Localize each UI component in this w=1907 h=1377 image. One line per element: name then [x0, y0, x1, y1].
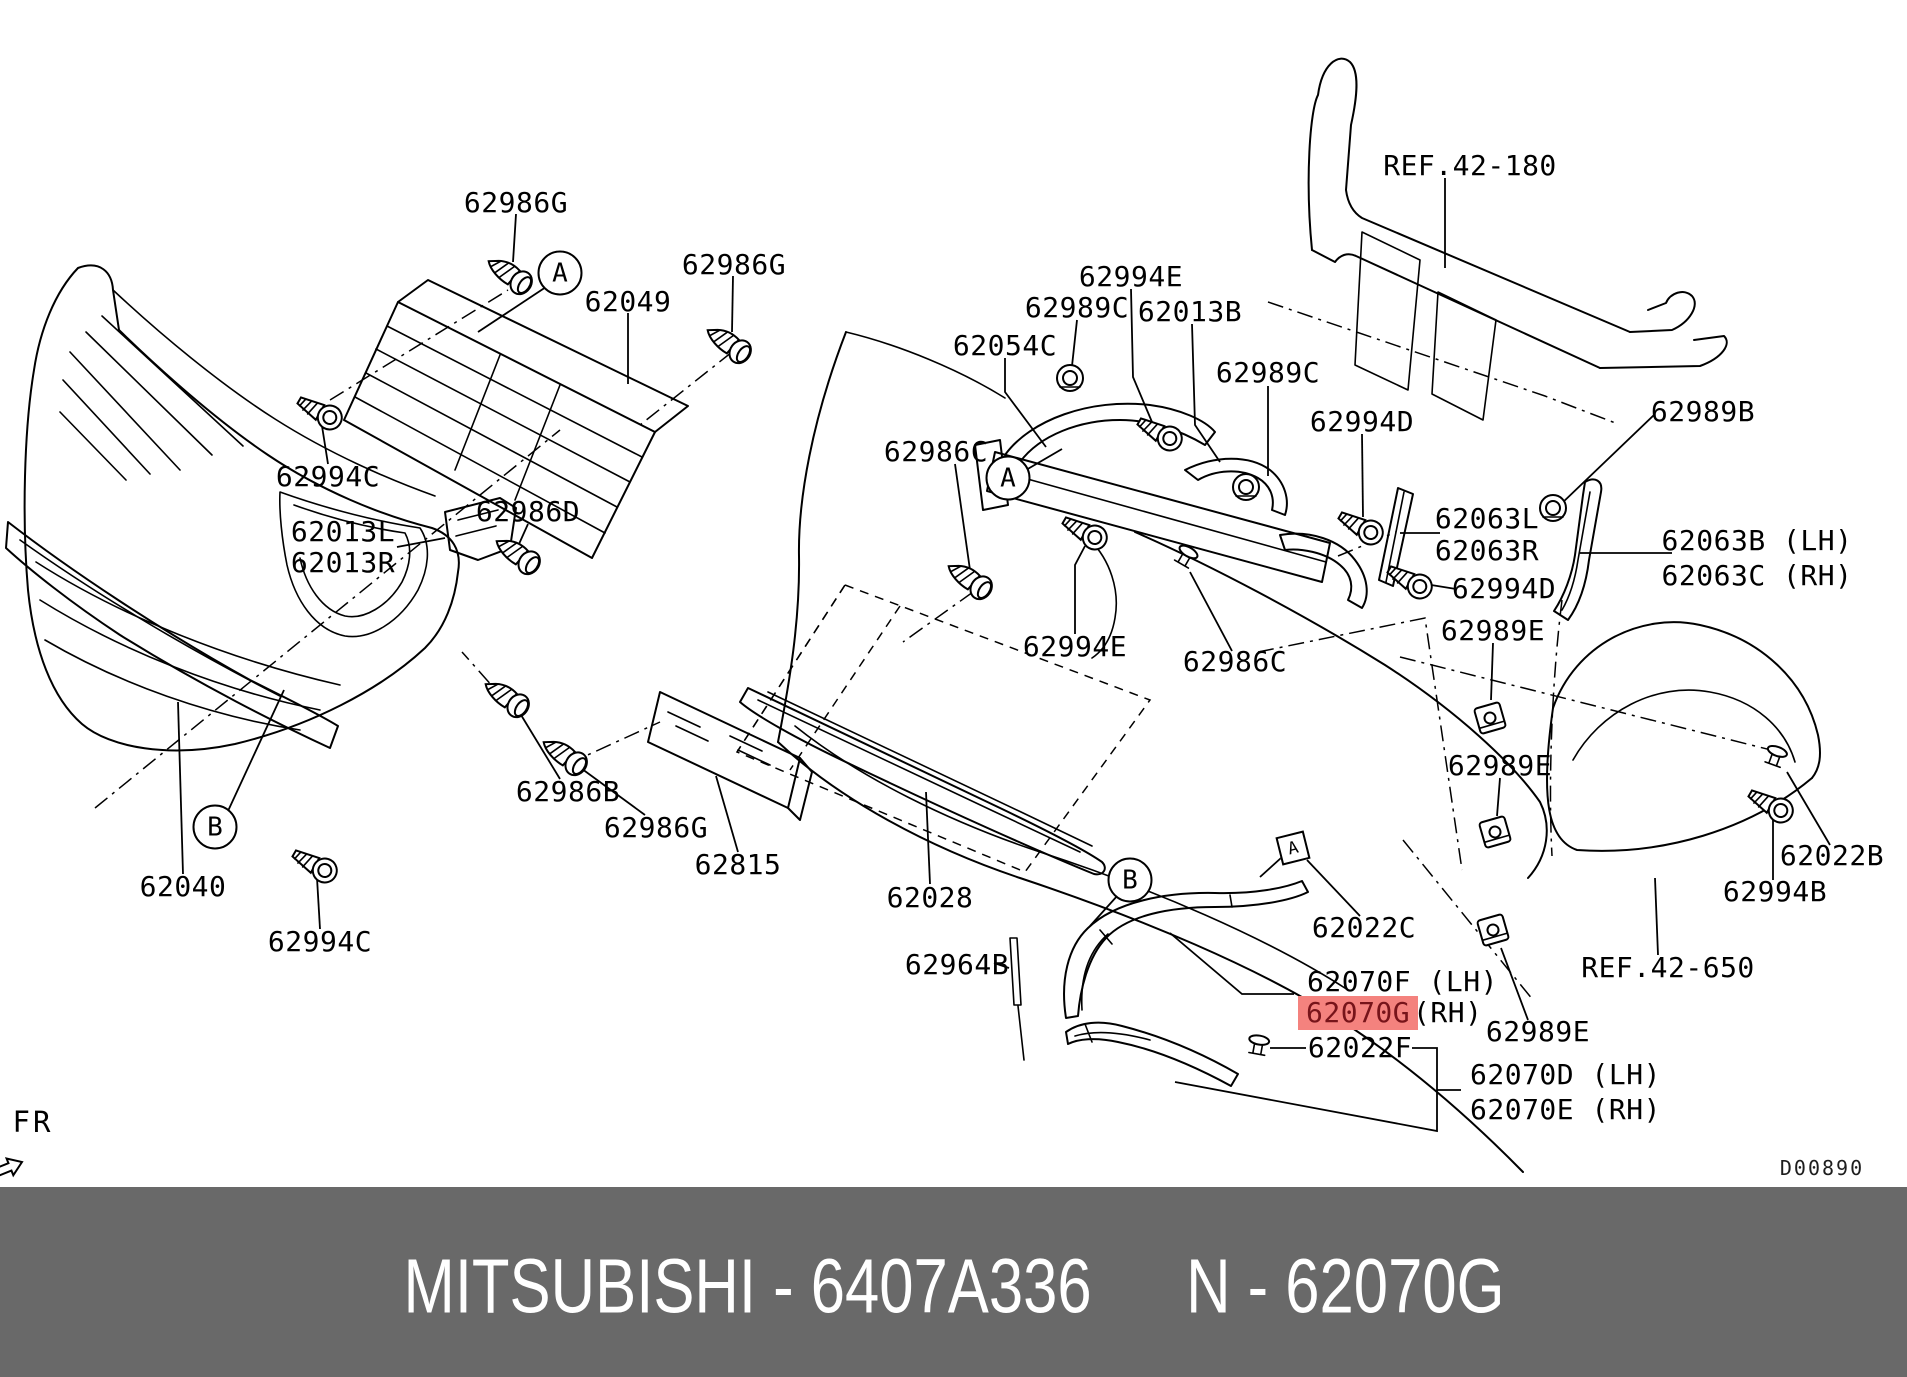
datum-line-62994c [329, 289, 509, 401]
part-label-62989c: 62989C [1024, 291, 1130, 324]
callout-circle-b: B [192, 804, 238, 850]
part-label-62070e-rh: 62070E (RH) [1470, 1093, 1661, 1126]
part-label-62063r: 62063R [1434, 534, 1540, 567]
part-label-62070f-lh: 62070F (LH) [1307, 965, 1498, 998]
part-label-62022b: 62022B [1779, 839, 1885, 872]
datum-line-62986g3 [567, 721, 661, 765]
part-label-62994d: 62994D [1451, 572, 1557, 605]
part-label-62070d-lh: 62070D (LH) [1470, 1058, 1661, 1091]
part-label-62013r: 62013R [290, 546, 396, 579]
front-bumper-face-drawing [5, 264, 460, 752]
part-label-62994b: 62994B [1722, 875, 1828, 908]
part-label-62063b-lh: 62063B (LH) [1661, 524, 1853, 557]
datum-line-62986c [902, 591, 974, 643]
part-label-rh: (RH) [1413, 996, 1483, 1029]
part-label-62049: 62049 [584, 285, 672, 318]
part-label-62040: 62040 [139, 870, 227, 903]
part-label-62994e: 62994E [1022, 630, 1128, 663]
part-label-62013l: 62013L [290, 515, 396, 548]
part-label-62070g-highlighted: 62070G [1298, 996, 1419, 1030]
part-label-62989e: 62989E [1485, 1015, 1591, 1048]
callout-circle-b: B [1107, 857, 1153, 903]
datum-line-62986g [639, 351, 733, 426]
bumper-trim-62070de-drawing [1065, 1021, 1239, 1087]
part-label-62986b: 62986B [515, 775, 621, 808]
part-label-62028: 62028 [886, 881, 974, 914]
front-direction-arrow-icon [0, 1157, 24, 1180]
rod-62964b-drawing [1009, 937, 1025, 1061]
footer-brand-and-part: MITSUBISHI - 6407A336 [403, 1243, 1092, 1330]
callout-circle-a: A [985, 455, 1031, 501]
part-label-62964b: 62964B [904, 948, 1010, 981]
part-label-62986g: 62986G [603, 811, 709, 844]
part-label-62815: 62815 [694, 848, 782, 881]
fender-liner-ref42-650-drawing [1257, 599, 1821, 1001]
part-label-ref-42-180: REF.42-180 [1383, 149, 1557, 182]
part-label-62986d: 62986D [475, 495, 581, 528]
datum-line-top-right [1267, 301, 1619, 425]
part-label-62994d: 62994D [1309, 405, 1415, 438]
part-label-62994c: 62994C [275, 460, 381, 493]
part-label-62989e: 62989E [1447, 749, 1553, 782]
part-label-62986g: 62986G [463, 186, 569, 219]
part-label-62063c-rh: 62063C (RH) [1661, 559, 1853, 592]
parts-diagram-drawing [0, 57, 1831, 1180]
callout-square-a: A [1275, 830, 1311, 866]
part-label-62994e: 62994E [1078, 260, 1184, 293]
part-label-62013b: 62013B [1137, 295, 1243, 328]
drawing-code: D00890 [1779, 1156, 1865, 1180]
part-label-62989c: 62989C [1215, 356, 1321, 389]
callout-circle-a: A [537, 250, 583, 296]
front-direction-label: FR [12, 1105, 54, 1139]
side-bracket-62063-drawing [1378, 478, 1603, 621]
part-label-62022f: 62022F [1307, 1031, 1413, 1064]
part-label-62989e: 62989E [1440, 614, 1546, 647]
footer-catalog-number: N - 62070G [1185, 1243, 1504, 1330]
leader-lines [177, 178, 1831, 1133]
part-label-62989b: 62989B [1650, 395, 1756, 428]
part-label-62022c: 62022C [1311, 911, 1417, 944]
part-label-62054c: 62054C [952, 329, 1058, 362]
part-label-62986c: 62986C [883, 435, 989, 468]
datum-line-left [94, 429, 561, 809]
radiator-support-drawing [1307, 57, 1728, 421]
part-label-ref-42-650: REF.42-650 [1581, 951, 1755, 984]
part-label-62994c: 62994C [267, 925, 373, 958]
bumper-trim-62070fg-drawing [1063, 880, 1309, 1019]
part-label-62986c: 62986C [1182, 645, 1288, 678]
footer-bar: MITSUBISHI - 6407A336 N - 62070G [0, 1187, 1907, 1377]
part-label-62986g: 62986G [681, 248, 787, 281]
part-label-62063l: 62063L [1434, 502, 1540, 535]
footer-part-text: MITSUBISHI - 6407A336 N - 62070G [403, 1243, 1504, 1332]
